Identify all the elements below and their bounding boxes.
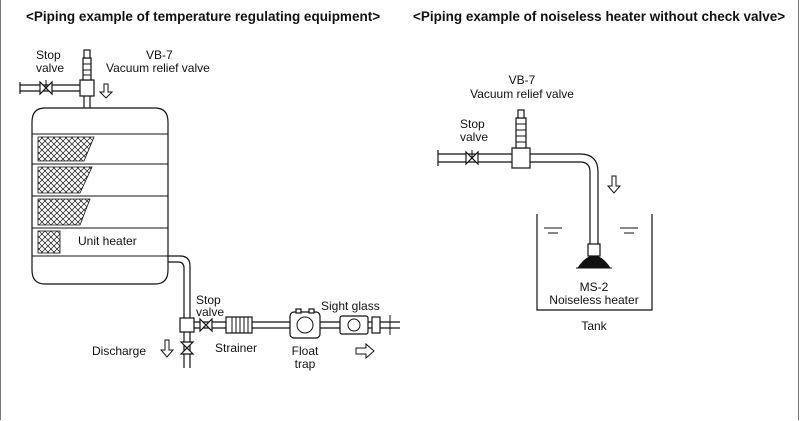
stop-valve-top-label-1: Stop	[36, 48, 61, 62]
stop-valve-right-label-2: valve	[460, 130, 489, 144]
discharge-label: Discharge	[92, 344, 147, 358]
vb7-left-desc: Vacuum relief valve	[106, 61, 210, 75]
right-title: <Piping example of noiseless heater with…	[413, 9, 786, 24]
float-trap-icon	[289, 308, 321, 339]
discharge-arrow-icon	[159, 339, 175, 358]
steam-pipe-right	[437, 150, 599, 244]
stop-valve-bottom-icon	[199, 317, 213, 333]
stop-valve-bottom-label-1: Stop	[196, 293, 221, 307]
vb7-right-icon	[511, 109, 531, 169]
tank-label: Tank	[581, 319, 607, 333]
right-diagram	[437, 109, 653, 311]
left-diagram	[19, 49, 400, 368]
sight-glass-icon	[339, 315, 381, 335]
vb7-right-desc: Vacuum relief valve	[470, 87, 574, 101]
stop-valve-top-icon	[39, 80, 53, 96]
right-arrow-icon	[355, 342, 375, 360]
float-trap-label-1: Float	[291, 344, 319, 358]
ms2-heater-icon	[576, 243, 612, 269]
unit-heater-body	[31, 107, 169, 285]
stop-valve-bottom-label-2: valve	[196, 305, 225, 319]
strainer-icon	[225, 316, 253, 334]
vb7-left-name: VB-7	[146, 48, 173, 62]
unit-heater-label: Unit heater	[78, 234, 137, 248]
stop-valve-right-label-1: Stop	[460, 117, 485, 131]
stop-valve-top-label-2: valve	[36, 61, 65, 75]
tank	[536, 214, 653, 311]
vb7-left-icon	[79, 49, 95, 110]
vb7-right-name: VB-7	[508, 73, 536, 87]
down-arrow-right-icon	[606, 175, 622, 194]
sight-glass-label: Sight glass	[321, 299, 380, 313]
strainer-label: Strainer	[215, 341, 258, 355]
stop-valve-right-icon	[465, 150, 479, 166]
float-trap-label-2: trap	[294, 357, 316, 371]
left-title: <Piping example of temperature regulatin…	[26, 9, 381, 24]
ms2-desc: Noiseless heater	[549, 293, 639, 307]
ms2-name: MS-2	[579, 280, 609, 294]
down-arrow-icon	[98, 83, 114, 99]
